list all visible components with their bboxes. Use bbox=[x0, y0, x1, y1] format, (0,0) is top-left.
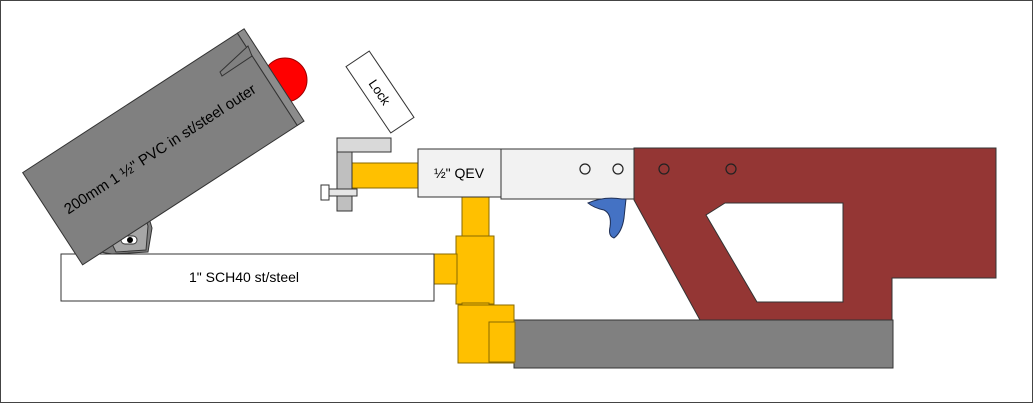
mount-bolt bbox=[127, 237, 133, 243]
bolt-head bbox=[320, 184, 330, 201]
pipe-lower-horizontal bbox=[488, 321, 516, 363]
receiver-pin-1 bbox=[579, 163, 591, 175]
lower-reservoir bbox=[513, 319, 894, 369]
pipe-vertical-upper bbox=[461, 196, 490, 238]
receiver-pin-2 bbox=[612, 163, 624, 175]
chamber-clip bbox=[219, 45, 253, 77]
pipe-tee-stub bbox=[432, 253, 458, 285]
chamber-end-flange bbox=[236, 28, 305, 127]
stock-cutout bbox=[705, 202, 844, 303]
barrel-label: 1" SCH40 st/steel bbox=[189, 269, 299, 285]
barrel-body bbox=[60, 253, 435, 302]
lock-bracket bbox=[320, 137, 392, 212]
lock-tab-body bbox=[345, 50, 415, 134]
air-piping bbox=[351, 162, 516, 364]
trigger bbox=[587, 197, 627, 239]
stock-pin-1 bbox=[658, 163, 670, 175]
pipe-tee bbox=[455, 235, 495, 305]
qev-label: ½" QEV bbox=[434, 165, 485, 181]
pipe-upper-horizontal bbox=[351, 162, 419, 189]
lock-tab: Lock bbox=[345, 50, 415, 134]
receiver-body bbox=[500, 148, 635, 200]
bracket-top bbox=[336, 137, 392, 153]
qev-box bbox=[417, 148, 502, 198]
stock-pin-2 bbox=[725, 163, 737, 175]
bolt-shaft bbox=[327, 188, 358, 197]
